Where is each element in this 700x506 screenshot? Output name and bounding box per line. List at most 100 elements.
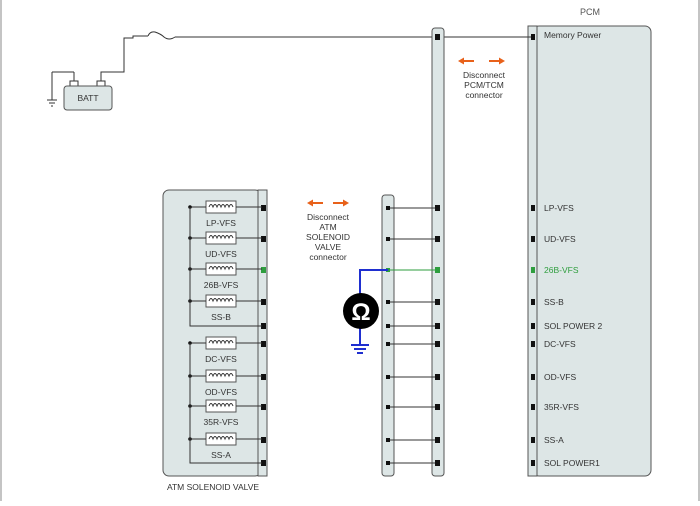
- pcm-pin: [531, 299, 535, 305]
- pcm-pin: [531, 437, 535, 443]
- solenoid-valve-title: ATM SOLENOID VALVE: [167, 482, 259, 492]
- pcm-title: PCM: [580, 7, 600, 17]
- coil-winding-lp-vfs: [208, 204, 234, 209]
- coil-winding-ud-vfs: [208, 235, 234, 240]
- pcm-side-pin: [435, 374, 440, 380]
- disconnect-atm-line5: connector: [309, 252, 346, 262]
- coil-label-dc-vfs: DC-VFS: [205, 354, 237, 364]
- disconnect-pcm-note: Disconnect PCM/TCM connector: [458, 57, 506, 100]
- disconnect-pcm-line2: PCM/TCM: [464, 80, 504, 90]
- pcm-memory-power-pin: [531, 34, 535, 40]
- arrow-left-head: [458, 57, 464, 65]
- pcm-side-pin: [435, 404, 440, 410]
- pcm-memory-power-label: Memory Power: [544, 30, 601, 40]
- pcm-pin-label-od-vfs: OD-VFS: [544, 372, 576, 382]
- pcm-pin-label-ss-b: SS-B: [544, 297, 564, 307]
- ohm-icon: Ω: [351, 299, 370, 326]
- pcm-side-pin: [435, 460, 440, 466]
- arrow-left-head: [307, 199, 313, 207]
- coil-label-lp-vfs: LP-VFS: [206, 218, 236, 228]
- sol-power1-bus: [189, 343, 262, 464]
- disconnect-atm-line1: Disconnect: [307, 212, 350, 222]
- pcm-pin-label-lp-vfs: LP-VFS: [544, 203, 574, 213]
- harness-connector-atm-side: [381, 194, 395, 477]
- disconnect-atm-note: Disconnect ATM SOLENOID VALVE connector: [306, 199, 350, 262]
- pcm-side-pin: [435, 236, 440, 242]
- solenoid-valve-connector: [257, 189, 268, 477]
- coil-label-ss-a: SS-A: [211, 450, 231, 460]
- pcm-pin-label-sol-power1: SOL POWER1: [544, 458, 600, 468]
- coil-winding-35r-vfs: [208, 403, 234, 408]
- solenoid-connector-pin: [261, 236, 266, 242]
- battery-body: [63, 85, 113, 111]
- coil-label-35r-vfs: 35R-VFS: [204, 417, 239, 427]
- coil-label-ud-vfs: UD-VFS: [205, 249, 237, 259]
- solenoid-connector-pin: [261, 299, 266, 305]
- atm-side-pin: [386, 324, 390, 328]
- coil-winding-ss-a: [208, 436, 234, 441]
- pcm-pin: [531, 205, 535, 211]
- coil-winding-od-vfs: [208, 373, 234, 378]
- solenoid-connector-pin: [261, 205, 266, 211]
- pcm-pin: [531, 236, 535, 242]
- disconnect-pcm-line1: Disconnect: [463, 70, 506, 80]
- solenoid-connector-pin: [261, 323, 266, 329]
- atm-side-pin: [386, 206, 390, 210]
- memory-power-pin: [435, 34, 440, 40]
- disconnect-pcm-line3: connector: [465, 90, 502, 100]
- ohmmeter: Ω: [343, 269, 388, 354]
- atm-side-pin: [386, 405, 390, 409]
- battery-circuit: BATT: [47, 31, 532, 111]
- pcm-side-pin: [435, 323, 440, 329]
- arrow-right-head: [343, 199, 349, 207]
- atm-side-pin: [386, 438, 390, 442]
- solenoid-connector-pin: [261, 267, 266, 273]
- pcm-pin: [531, 267, 535, 273]
- pcm-pin-label-ud-vfs: UD-VFS: [544, 234, 576, 244]
- fuse-symbol: [147, 31, 176, 40]
- battery-label: BATT: [77, 93, 98, 103]
- dynamic-circuit: LP-VFS UD-VFS 26B-VFS SS-B SOL POWER 2 DC-VFS…: [188, 200, 603, 468]
- pcm-side-pin: [435, 341, 440, 347]
- pcm-pin: [531, 374, 535, 380]
- solenoid-connector-pin: [261, 374, 266, 380]
- atm-side-pin: [386, 237, 390, 241]
- solenoid-connector-pin: [261, 341, 266, 347]
- coil-winding-26b-vfs: [208, 266, 234, 271]
- disconnect-atm-line2: ATM: [319, 222, 336, 232]
- ohmmeter-body: [343, 293, 379, 329]
- pcm-pin: [531, 404, 535, 410]
- pcm-side-pin: [435, 299, 440, 305]
- pcm-side-pin: [435, 267, 440, 273]
- pcm-side-pin: [435, 205, 440, 211]
- pcm-module: PCM Memory Power: [532, 7, 652, 477]
- pcm-pin: [531, 460, 535, 466]
- coil-label-26b-vfs: 26B-VFS: [204, 280, 239, 290]
- sol-power2-bus: [189, 207, 262, 327]
- probe-wire-upper: [359, 269, 388, 298]
- atm-side-pin: [386, 375, 390, 379]
- coil-winding-ss-b: [208, 298, 234, 303]
- pcm-pin-label-26b-vfs: 26B-VFS: [544, 265, 579, 275]
- coil-winding-dc-vfs: [208, 340, 234, 345]
- pcm-pin-label-ss-a: SS-A: [544, 435, 564, 445]
- pcm-side-pin: [435, 437, 440, 443]
- coil-label-od-vfs: OD-VFS: [205, 387, 237, 397]
- pcm-pin-label-dc-vfs: DC-VFS: [544, 339, 576, 349]
- solenoid-connector-pin: [261, 404, 266, 410]
- solenoid-connector-pin: [261, 437, 266, 443]
- disconnect-atm-line3: SOLENOID: [306, 232, 350, 242]
- coil-label-ss-b: SS-B: [211, 312, 231, 322]
- arrow-right-head: [499, 57, 505, 65]
- atm-side-pin: [386, 461, 390, 465]
- battery-pos-wire: [100, 35, 148, 81]
- atm-side-pin: [386, 342, 390, 346]
- harness-connector-pcm-side: [431, 27, 445, 477]
- pcm-pin: [531, 341, 535, 347]
- pcm-connector: [527, 25, 538, 477]
- disconnect-atm-line4: VALVE: [315, 242, 341, 252]
- pcm-pin-label-sol-power-2: SOL POWER 2: [544, 321, 603, 331]
- pcm-pin: [531, 323, 535, 329]
